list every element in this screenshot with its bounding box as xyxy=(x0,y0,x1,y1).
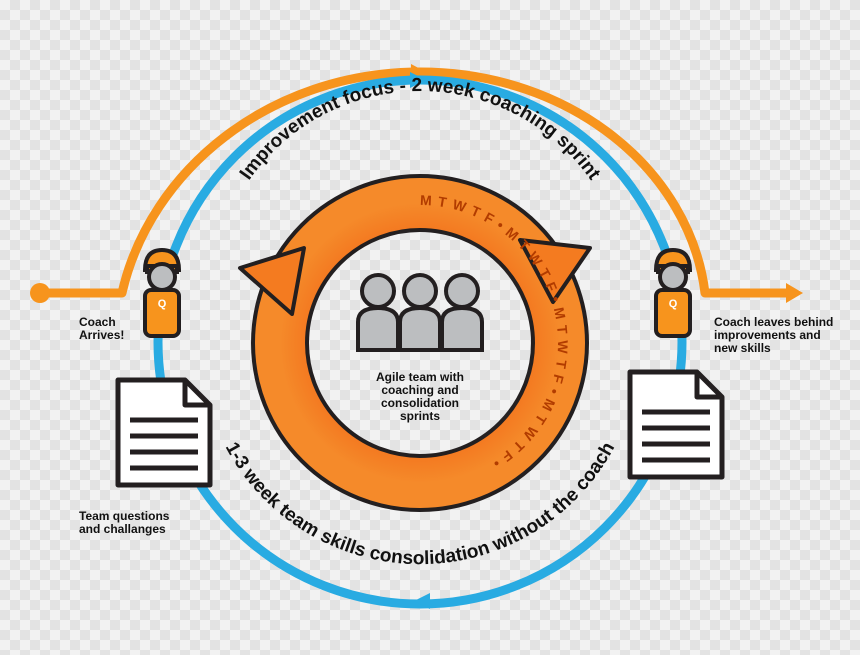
blue-top-arrow xyxy=(410,72,426,88)
label-line: Coach xyxy=(79,315,116,329)
blue-bottom-arrow xyxy=(414,593,430,609)
label-line: coaching and xyxy=(381,383,459,397)
label-line: Team questions xyxy=(79,509,170,523)
coach-icon xyxy=(653,247,693,338)
coach-leaves-label: Coach leaves behind improvements and new… xyxy=(714,316,833,355)
start-dot xyxy=(30,283,50,303)
orange-arrow-head xyxy=(786,283,803,303)
label-line: and challanges xyxy=(79,522,166,536)
document-icon xyxy=(627,369,725,480)
label-line: sprints xyxy=(399,409,440,423)
team-questions-label: Team questions and challanges xyxy=(79,510,169,536)
coach-arrives-label: Coach Arrives! xyxy=(79,316,124,342)
label-line: Coach leaves behind xyxy=(714,315,834,329)
team-center-label: Agile team with coaching and consolidati… xyxy=(360,371,480,423)
label-line: Arrives! xyxy=(79,328,125,342)
team-icon xyxy=(356,273,484,352)
arc-top-title: Improvement focus - 2 week coaching spri… xyxy=(236,75,605,184)
coach-badge: Q xyxy=(158,298,167,310)
label-line: improvements and xyxy=(714,328,821,342)
document-icon xyxy=(115,377,213,488)
label-line: new skills xyxy=(714,341,771,355)
label-line: consolidation xyxy=(381,396,459,410)
coach-icon xyxy=(142,247,182,338)
label-line: Agile team with xyxy=(375,370,464,384)
coach-badge: Q xyxy=(669,298,678,310)
